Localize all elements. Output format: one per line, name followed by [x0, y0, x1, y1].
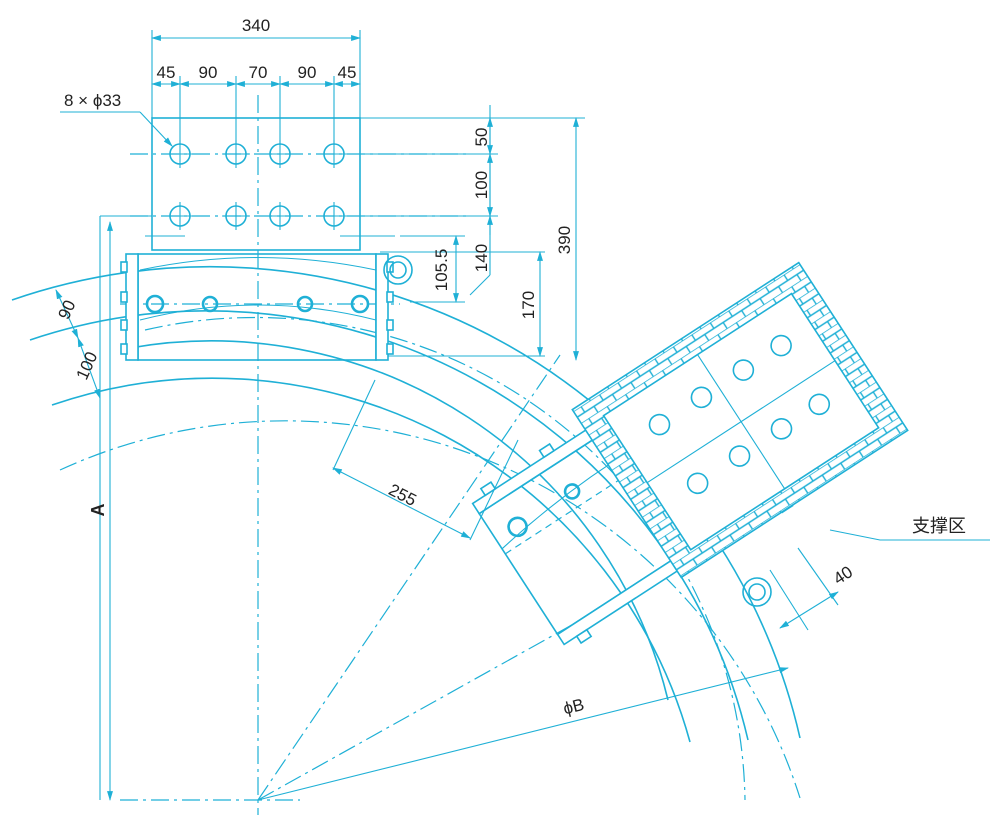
dim-90-left: 90: [199, 63, 218, 82]
dim-140: 140: [472, 244, 491, 272]
dim-90-right: 90: [298, 63, 317, 82]
dim-255-label: 255: [386, 480, 420, 510]
dim-45-right: 45: [338, 63, 357, 82]
dim-phib-line: [257, 667, 789, 801]
support-zone-leader: [829, 529, 990, 541]
dim-70: 70: [249, 63, 268, 82]
lower-lug-inner: [748, 583, 766, 601]
dim-390: 390: [555, 226, 574, 254]
holes-callout: 8 × ϕ33: [64, 91, 121, 110]
dim-100: 100: [472, 171, 491, 199]
dim-top: [151, 30, 361, 145]
dim-105-5: 105.5: [432, 249, 451, 292]
dim-arc-100: 100: [73, 349, 102, 383]
support-zone-label: 支撑区: [912, 516, 966, 537]
top-bracket: [120, 253, 413, 361]
dim-left-arc: [55, 289, 101, 399]
dim-50: 50: [472, 128, 491, 147]
arc-lines: [11, 265, 801, 801]
lower-lug: [742, 577, 772, 607]
support-zone: [571, 261, 909, 579]
dim-255: [332, 379, 519, 541]
dim-arc-90: 90: [54, 297, 79, 322]
dim-40: [769, 547, 839, 631]
flange-plate: [100, 117, 395, 251]
dim-phib: ϕB: [561, 695, 586, 718]
holes-leader: [139, 111, 173, 147]
dim-a: A: [88, 504, 108, 517]
dim-45-left: 45: [157, 63, 176, 82]
dim-40-label: 40: [830, 562, 856, 588]
dim-340: 340: [242, 16, 270, 35]
dim-right: [350, 105, 585, 361]
dim-170: 170: [519, 291, 538, 319]
